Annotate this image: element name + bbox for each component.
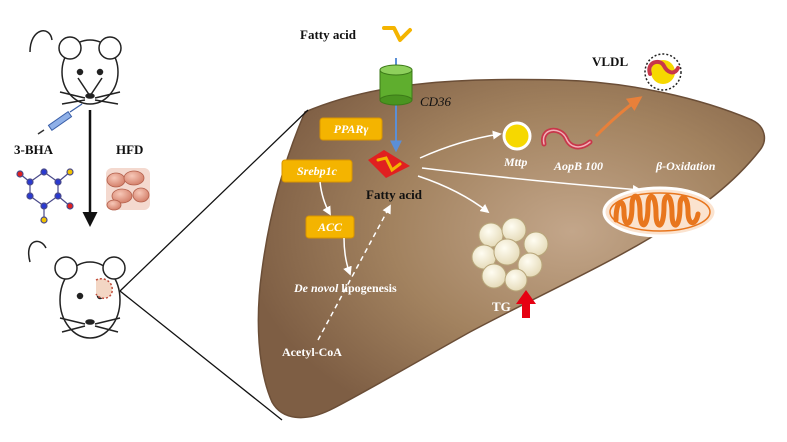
lipogenesis-rest-part: lipogenesis xyxy=(338,281,397,295)
acc-to-lipogenesis-arrow xyxy=(343,237,352,276)
molecule-icon xyxy=(16,168,74,224)
food-pellets-icon xyxy=(106,168,150,211)
treatment-hfd-label: HFD xyxy=(116,142,144,157)
acc-box xyxy=(305,215,355,239)
apob-label: AopB 100 xyxy=(554,159,604,173)
ppara-label: PPARα xyxy=(640,245,677,259)
tg-label: TG xyxy=(492,299,511,314)
pparg-label: PPARγ xyxy=(333,122,369,136)
acetyl-coa-label: Acetyl-CoA xyxy=(282,345,342,359)
apob-to-vldl-arrow xyxy=(594,96,643,138)
zoom-line-bottom xyxy=(119,290,283,421)
srebp1c-label: Srebp1c xyxy=(297,164,337,178)
fattyacid-to-mttp-arrow xyxy=(419,130,502,159)
fatty-acid-center-label: Fatty acid xyxy=(366,187,422,202)
fatty-acid-top-label: Fatty acid xyxy=(300,27,356,42)
treatment-3bha-label: 3-BHA xyxy=(14,142,53,157)
mouse-icon-treated xyxy=(27,240,126,339)
mouse-icon xyxy=(29,30,122,105)
fattyacid-to-mitochondria-arrow xyxy=(421,167,642,194)
vldl-label: VLDL xyxy=(592,54,629,69)
lipogenesis-label: De novol lipogenesis xyxy=(294,282,397,294)
tg-increase-arrow xyxy=(516,290,536,318)
mttp-label: Mttp xyxy=(504,155,528,169)
fatty-acid-center-icon xyxy=(368,150,410,178)
vldl-particle xyxy=(644,53,682,91)
beta-oxidation-label: β-Oxidation xyxy=(656,159,716,173)
lipid-droplets-icon xyxy=(471,217,549,292)
zoom-line-top xyxy=(119,109,309,292)
acc-label: ACC xyxy=(317,220,342,234)
cd36-label: CD36 xyxy=(420,94,452,109)
cd36-transporter xyxy=(379,64,413,106)
syringe-icon xyxy=(37,103,83,135)
acetylcoa-to-fattyacid-arrow xyxy=(317,204,391,341)
mttp-icon xyxy=(502,121,532,151)
lipogenesis-italic-part: De novol xyxy=(294,281,339,295)
srebp-to-acc-arrow xyxy=(319,181,331,216)
fattyacid-to-tg-arrow xyxy=(417,175,490,214)
mitochondrion-icon xyxy=(602,186,718,238)
fatty-acid-squiggle-top xyxy=(382,26,412,42)
pparg-box xyxy=(319,117,383,141)
srebp1c-box xyxy=(281,159,353,183)
